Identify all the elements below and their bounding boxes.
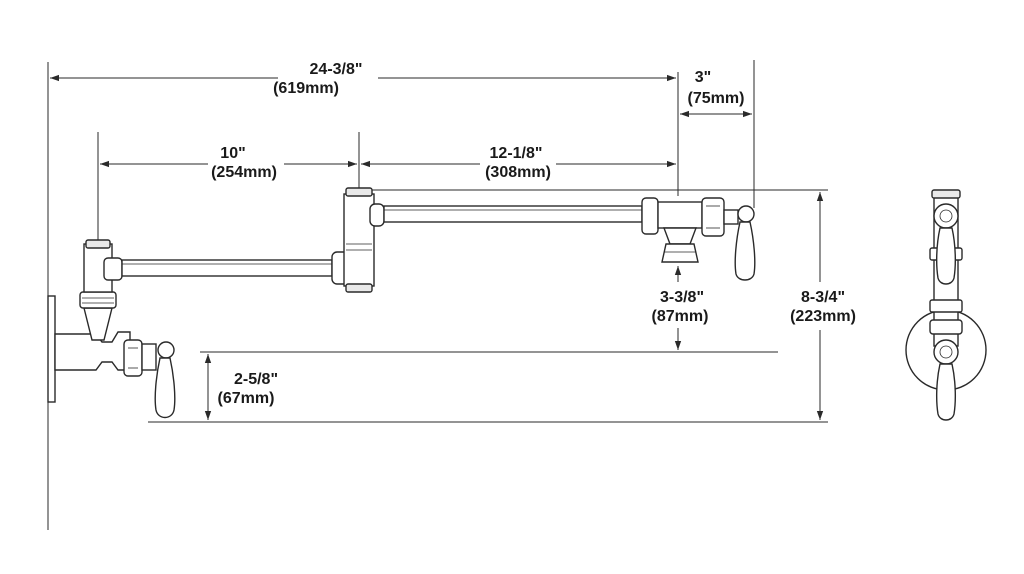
second-arm-metric: (308mm) [485,164,551,181]
overall-width-imperial: 24-3/8" [310,61,363,78]
dimension-lines [50,74,824,420]
second-arm-imperial: 12-1/8" [490,145,543,162]
first-arm-metric: (254mm) [211,164,277,181]
faucet-side-view [47,187,756,419]
dimension-labels: 24-3/8" (619mm) 3" (75mm) 10" (254mm) 12… [211,61,856,407]
first-arm-imperial: 10" [220,145,245,162]
overall-width-metric: (619mm) [273,80,339,97]
spout-offset-imperial: 3" [695,69,711,86]
extension-lines [97,60,828,423]
inlet-height-metric: (67mm) [218,390,275,407]
spout-offset-metric: (75mm) [688,90,745,107]
inlet-height-imperial: 2-5/8" [234,371,278,388]
total-height-imperial: 8-3/4" [801,289,845,306]
spout-height-metric: (87mm) [652,308,709,325]
spout-height-imperial: 3-3/8" [660,289,704,306]
total-height-metric: (223mm) [790,308,856,325]
faucet-front-view [905,189,987,421]
